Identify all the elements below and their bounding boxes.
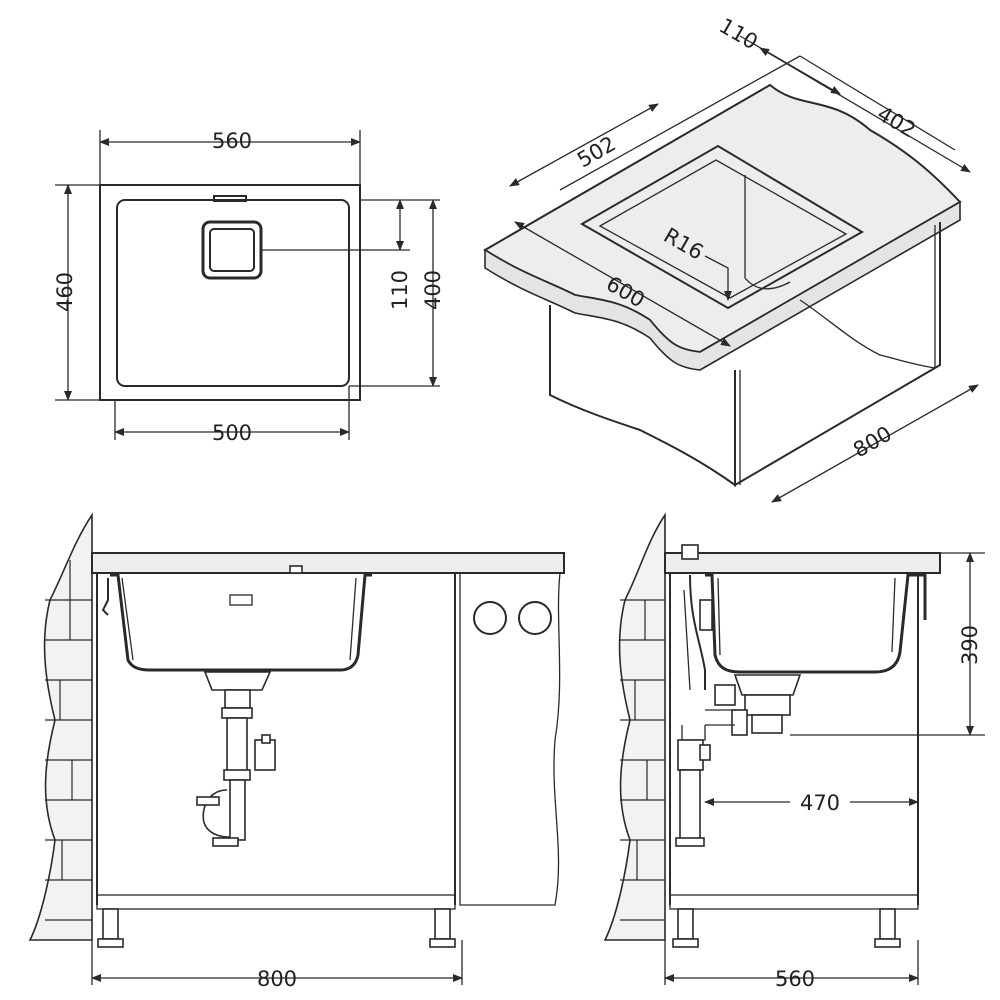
dim-line-502	[509, 103, 659, 187]
brick-joints-side	[620, 599, 665, 921]
overflow-slot	[213, 195, 247, 202]
waste-pipe	[226, 717, 248, 779]
dim-390: 390	[958, 625, 982, 665]
dim-460: 460	[53, 272, 77, 312]
overflow-connector	[681, 544, 699, 560]
top-view: 560 500 460 110 400	[53, 129, 445, 445]
dim-line-600	[514, 221, 731, 347]
dim-110-iso: 110	[715, 14, 762, 55]
isometric-view: 110 402 502 600 R16 800	[483, 14, 979, 503]
brick-wall-side	[603, 512, 666, 941]
drain-inner	[209, 228, 255, 272]
dim-502: 502	[573, 132, 620, 173]
sink-bowl-side	[705, 573, 927, 674]
overflow-front	[229, 594, 253, 606]
dim-400: 400	[421, 270, 445, 310]
leg-left	[102, 908, 119, 940]
brick-wall-front	[28, 512, 93, 941]
dim-500: 500	[212, 421, 252, 445]
drain-basket-side	[733, 674, 802, 696]
dim-110-drain: 110	[388, 270, 412, 310]
leg-right	[434, 908, 451, 940]
cabinet-break-line	[799, 299, 936, 369]
drain-basket-front	[203, 671, 272, 691]
clip-left	[101, 578, 109, 616]
dim-800-front: 800	[257, 967, 297, 991]
overflow-hose	[689, 574, 706, 690]
front-view: 800	[28, 512, 565, 991]
sink-outer-outline	[99, 184, 361, 401]
adjacent-cabinet	[459, 572, 561, 906]
side-inlet	[254, 739, 276, 771]
countertop-front	[91, 552, 565, 574]
brick-joints-front	[45, 560, 92, 921]
dim-800-iso: 800	[849, 422, 896, 463]
side-view: 390 470 560	[603, 512, 985, 991]
sink-bowl-section	[110, 573, 372, 672]
dim-470: 470	[800, 791, 840, 815]
knob-left	[473, 601, 507, 635]
dim-line-402	[759, 47, 971, 173]
dim-line-800-iso	[771, 384, 979, 503]
knob-right	[518, 601, 552, 635]
cabinet-front-wall	[549, 305, 736, 487]
plinth-side	[669, 894, 919, 910]
countertop-side	[664, 552, 941, 574]
dim-560-side: 560	[775, 967, 815, 991]
plinth-front	[96, 894, 456, 910]
sink-bowl-wall	[744, 175, 791, 290]
dim-560: 560	[212, 129, 252, 153]
radius-leader	[704, 255, 732, 301]
bowl-outline	[116, 199, 350, 387]
